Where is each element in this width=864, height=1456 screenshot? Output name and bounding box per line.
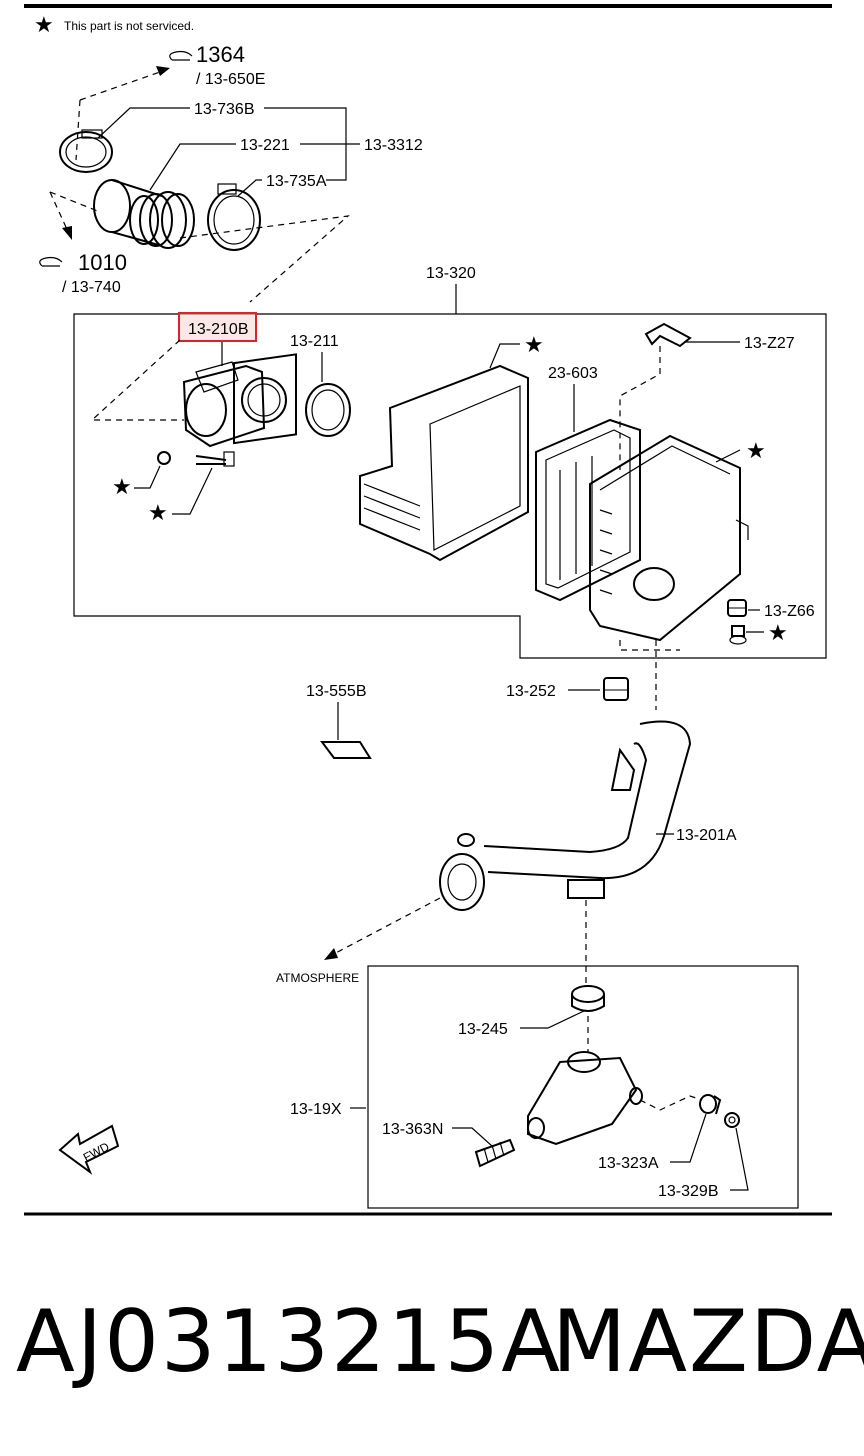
label-13-Z27: 13-Z27: [744, 335, 795, 352]
mass-air-flow-sensor-13-210B: [182, 353, 297, 448]
resonator: [527, 1051, 643, 1146]
air-duct-13-201A: [439, 720, 692, 911]
arrowhead: [156, 66, 170, 76]
bolt-starred: [195, 451, 235, 467]
label-13-210B: 13-210B: [188, 321, 249, 338]
clamp-13-736B: [59, 129, 113, 173]
label-13-735A: 13-735A: [266, 173, 327, 190]
page-ref-sub: / 13-650E: [196, 71, 265, 88]
page-ref-number: 1364: [196, 42, 245, 67]
fwd-arrow-icon: FWD: [58, 1124, 120, 1175]
label-13-252: 13-252: [506, 683, 556, 700]
connector-13-363N: [474, 1138, 516, 1168]
leader-line: [520, 1009, 587, 1029]
nut-starred: [157, 451, 171, 465]
page-ref-1364: 1364 / 13-650E: [169, 42, 265, 88]
star-icon: ★: [746, 438, 766, 463]
leader-line: [452, 1127, 493, 1147]
leader-line: [149, 143, 236, 191]
parts-diagram: ★ This part is not serviced. 1364 / 13-6…: [24, 4, 832, 1216]
page-ref-sub: / 13-740: [62, 279, 121, 296]
label-13-201A: 13-201A: [676, 827, 737, 844]
intake-hose-13-221: [93, 179, 195, 249]
page-ref-number: 1010: [78, 250, 127, 275]
cap-13-329B: [724, 1112, 740, 1128]
star-icon: ★: [112, 474, 132, 499]
fwd-label: FWD: [81, 1139, 112, 1164]
label-13-211: 13-211: [290, 333, 339, 350]
leader-dashed: [75, 99, 81, 161]
label-13-Z66: 13-Z66: [764, 603, 815, 620]
leader-dashed: [49, 191, 71, 237]
arrowhead: [62, 226, 72, 240]
pin-starred: [729, 625, 747, 645]
star-icon: ★: [768, 620, 788, 645]
resonator-box-13-19X: [367, 965, 799, 1209]
clip-13-Z27: [644, 322, 692, 348]
label-13-221: 13-221: [240, 137, 290, 154]
leader-dashed: [639, 1095, 703, 1111]
grommet-13-Z66: [727, 599, 747, 617]
legend-star: ★: [34, 12, 54, 37]
label-13-363N: 13-363N: [382, 1121, 443, 1138]
label-13-19X: 13-19X: [290, 1101, 342, 1118]
leader-dashed: [619, 346, 661, 470]
clamp-13-735A: [207, 183, 261, 251]
leader-line: [730, 1127, 749, 1191]
label-23-603: 23-603: [548, 365, 598, 382]
star-icon: ★: [524, 332, 544, 357]
legend-note: This part is not serviced.: [64, 19, 194, 33]
page-ref-icon: [169, 50, 193, 61]
valve-13-323A: [699, 1094, 722, 1115]
pad-13-555B: [320, 741, 372, 759]
air-cleaner-case: [589, 434, 749, 642]
gasket-13-211: [305, 383, 351, 437]
page-ref-icon: [39, 256, 63, 267]
assembly-box-13-320: [73, 313, 827, 659]
label-13-320: 13-320: [426, 265, 476, 282]
label-13-736B: 13-736B: [194, 101, 255, 118]
leader-dashed: [79, 71, 161, 101]
brand-name: MAZDA: [552, 1292, 864, 1392]
leader-dashed: [179, 215, 350, 303]
label-13-323A: 13-323A: [598, 1155, 659, 1172]
label-13-3312: 13-3312: [364, 137, 423, 154]
air-filter-element-23-603: [535, 418, 641, 602]
grommet-13-252: [603, 677, 629, 701]
label-13-555B: 13-555B: [306, 683, 367, 700]
leader-line: [237, 179, 262, 197]
air-cleaner-cover: [359, 364, 529, 562]
leader-dashed: [49, 191, 101, 213]
leader-dashed: [619, 640, 680, 651]
label-13-245: 13-245: [458, 1021, 508, 1038]
leader-dashed: [329, 897, 441, 957]
arrowhead: [324, 948, 338, 960]
page-ref-1010: 1010 / 13-740: [39, 250, 127, 296]
leader-line: [670, 1113, 707, 1163]
part-number: AJ0313215A: [16, 1292, 563, 1392]
label-atmosphere: ATMOSPHERE: [276, 971, 359, 985]
star-icon: ★: [148, 500, 168, 525]
leader-dashed: [90, 339, 184, 421]
highlight-box: [178, 312, 257, 342]
leader-line: [489, 343, 520, 369]
leader-line: [97, 107, 190, 139]
label-13-329B: 13-329B: [658, 1183, 719, 1200]
leader-line: [172, 467, 213, 515]
leader-line: [134, 465, 161, 489]
leader-line: [715, 449, 741, 463]
grommet-13-245: [571, 985, 605, 1012]
